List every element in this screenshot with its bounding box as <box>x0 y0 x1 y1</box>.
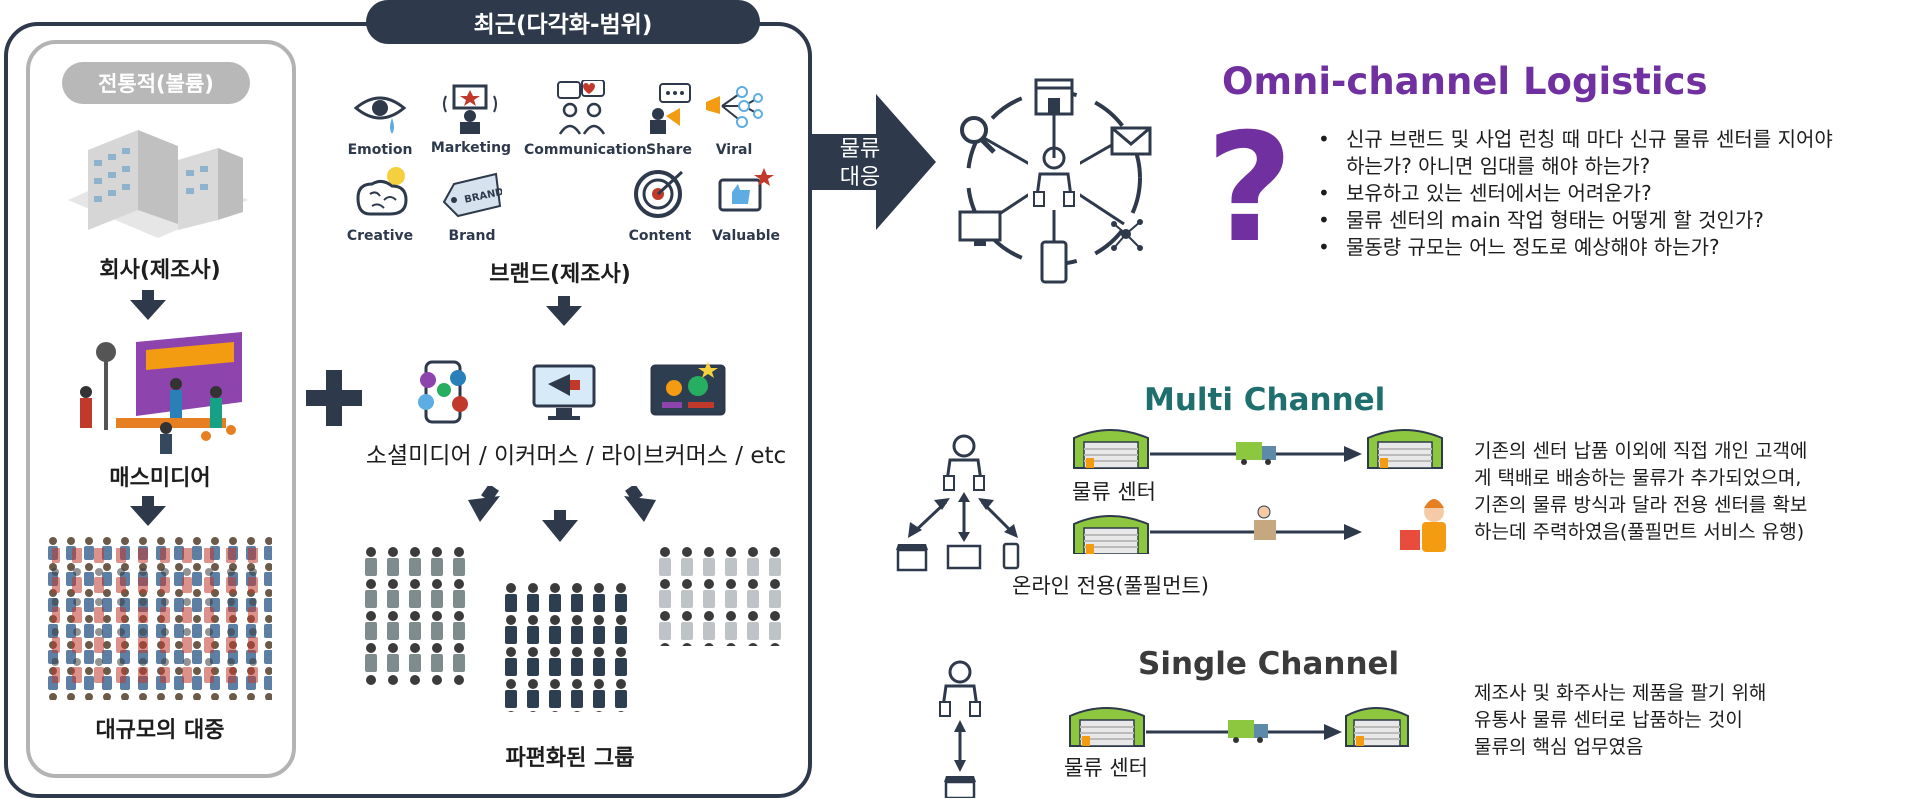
omni-channel-hub <box>958 78 1152 284</box>
plus-icon <box>306 370 362 426</box>
single-channel-flow <box>1069 707 1409 747</box>
single-channel-description: 제조사 및 화주사는 제품을 팔기 위해 유통사 물류 센터로 납품하는 것이 … <box>1474 680 1766 761</box>
omni-question-list: 신규 브랜드 및 사업 런칭 때 마다 신규 물류 센터를 지어야 하는가? 아… <box>1310 126 1833 261</box>
single-channel-title: Single Channel <box>1138 646 1400 682</box>
omni-bullet: 신규 브랜드 및 사업 런칭 때 마다 신규 물류 센터를 지어야 <box>1310 126 1833 153</box>
brand-label: 브랜드(제조사) <box>489 262 631 287</box>
single-channel-customer-diagram <box>939 660 981 798</box>
content-target-icon <box>634 170 684 218</box>
live-commerce-screen-icon <box>650 362 726 416</box>
social-media-phone-icon <box>418 360 468 424</box>
multi-center-label: 물류 센터 <box>1072 480 1156 504</box>
logistics-response-text: 물류 대응 <box>820 136 900 192</box>
arrow-line2: 대응 <box>839 165 881 190</box>
down-arrow-icon <box>130 290 166 320</box>
down-arrow-icon <box>130 496 166 526</box>
crowd-icon <box>44 536 272 700</box>
traditional-pill: 전통적(볼륨) <box>62 62 250 104</box>
multi-desc-line: 하는데 주력하였음(풀필먼트 서비스 유행) <box>1474 521 1805 543</box>
mass-media-studio-icon <box>80 332 242 454</box>
marketing-megaphone-icon <box>443 84 497 134</box>
multi-desc-line: 기존의 센터 납품 이외에 직접 개인 고객에 <box>1474 440 1808 462</box>
down-arrow-icon <box>546 296 582 326</box>
omni-title: Omni-channel Logistics <box>1222 60 1708 103</box>
brand-icon-label: Brand <box>448 228 496 244</box>
multi-channel-description: 기존의 센터 납품 이외에 직접 개인 고객에 게 택배로 배송하는 물류가 추… <box>1474 438 1807 546</box>
down-arrow-icon <box>542 510 578 542</box>
viral-network-icon <box>706 86 763 128</box>
single-center-label: 물류 센터 <box>1064 756 1148 780</box>
brand-icon-label: Emotion <box>347 142 413 158</box>
single-desc-line: 제조사 및 화주사는 제품을 팔기 위해 <box>1474 682 1767 704</box>
mass-media-label: 매스미디어 <box>109 466 211 491</box>
omni-bullet: 물동량 규모는 어느 정도로 예상해야 하는가? <box>1310 234 1833 261</box>
question-mark: ? <box>1206 102 1294 276</box>
company-building-icon <box>68 130 248 238</box>
mass-public-label: 대규모의 대중 <box>95 718 225 743</box>
brand-icon-label: Communication <box>524 142 647 158</box>
brand-icon-label: Creative <box>346 228 414 244</box>
company-label: 회사(제조사) <box>99 258 221 283</box>
brand-icon-label: Viral <box>715 142 753 158</box>
brand-icon-label: Marketing <box>430 140 512 156</box>
arrow-line1: 물류 <box>839 137 881 162</box>
down-left-arrow-icon <box>468 486 500 522</box>
recent-pill: 최근(다각화-범위) <box>366 0 760 44</box>
brand-icon-label: Share <box>646 142 692 158</box>
group-cluster-icon <box>654 546 784 646</box>
traditional-box <box>26 40 296 778</box>
logistics-response-arrow <box>812 94 936 230</box>
multi-desc-line: 게 택배로 배송하는 물류가 추가되었으며, <box>1474 467 1802 489</box>
group-cluster-icon <box>360 546 470 686</box>
ecommerce-monitor-icon <box>532 364 596 420</box>
multi-channel-title: Multi Channel <box>1144 382 1386 418</box>
emotion-eye-icon <box>353 96 407 134</box>
omni-bullet-continued: 하는가? 아니면 임대를 해야 하는가? <box>1346 154 1651 178</box>
fragmented-group-label: 파편화된 그룹 <box>505 746 635 771</box>
multi-desc-line: 기존의 물류 방식과 달라 전용 센터를 확보 <box>1474 494 1808 516</box>
group-cluster-icon <box>500 582 632 712</box>
omni-bullet: 보유하고 있는 센터에서는 어려운가? <box>1310 180 1833 207</box>
omni-bullet: 물류 센터의 main 작업 형태는 어떻게 할 것인가? <box>1310 207 1833 234</box>
multi-channel-flow <box>1073 429 1446 554</box>
share-speaker-icon <box>650 83 691 134</box>
brand-tag-icon: BRAND <box>442 172 502 218</box>
single-desc-line: 물류의 핵심 업무였음 <box>1474 736 1644 758</box>
channels-label: 소셜미디어 / 이커머스 / 라이브커머스 / etc <box>365 443 787 469</box>
valuable-thumbsup-icon <box>718 168 774 212</box>
down-right-arrow-icon <box>624 486 656 522</box>
creative-brain-icon <box>356 167 408 216</box>
brand-icon-label: Content <box>628 228 692 244</box>
communication-people-icon <box>557 80 606 135</box>
single-desc-line: 유통사 물류 센터로 납품하는 것이 <box>1474 709 1743 731</box>
multi-channel-customer-diagram <box>896 434 1020 572</box>
brand-icon-label: Valuable <box>711 228 781 244</box>
online-fulfillment-label: 온라인 전용(풀필먼트) <box>1012 574 1209 598</box>
